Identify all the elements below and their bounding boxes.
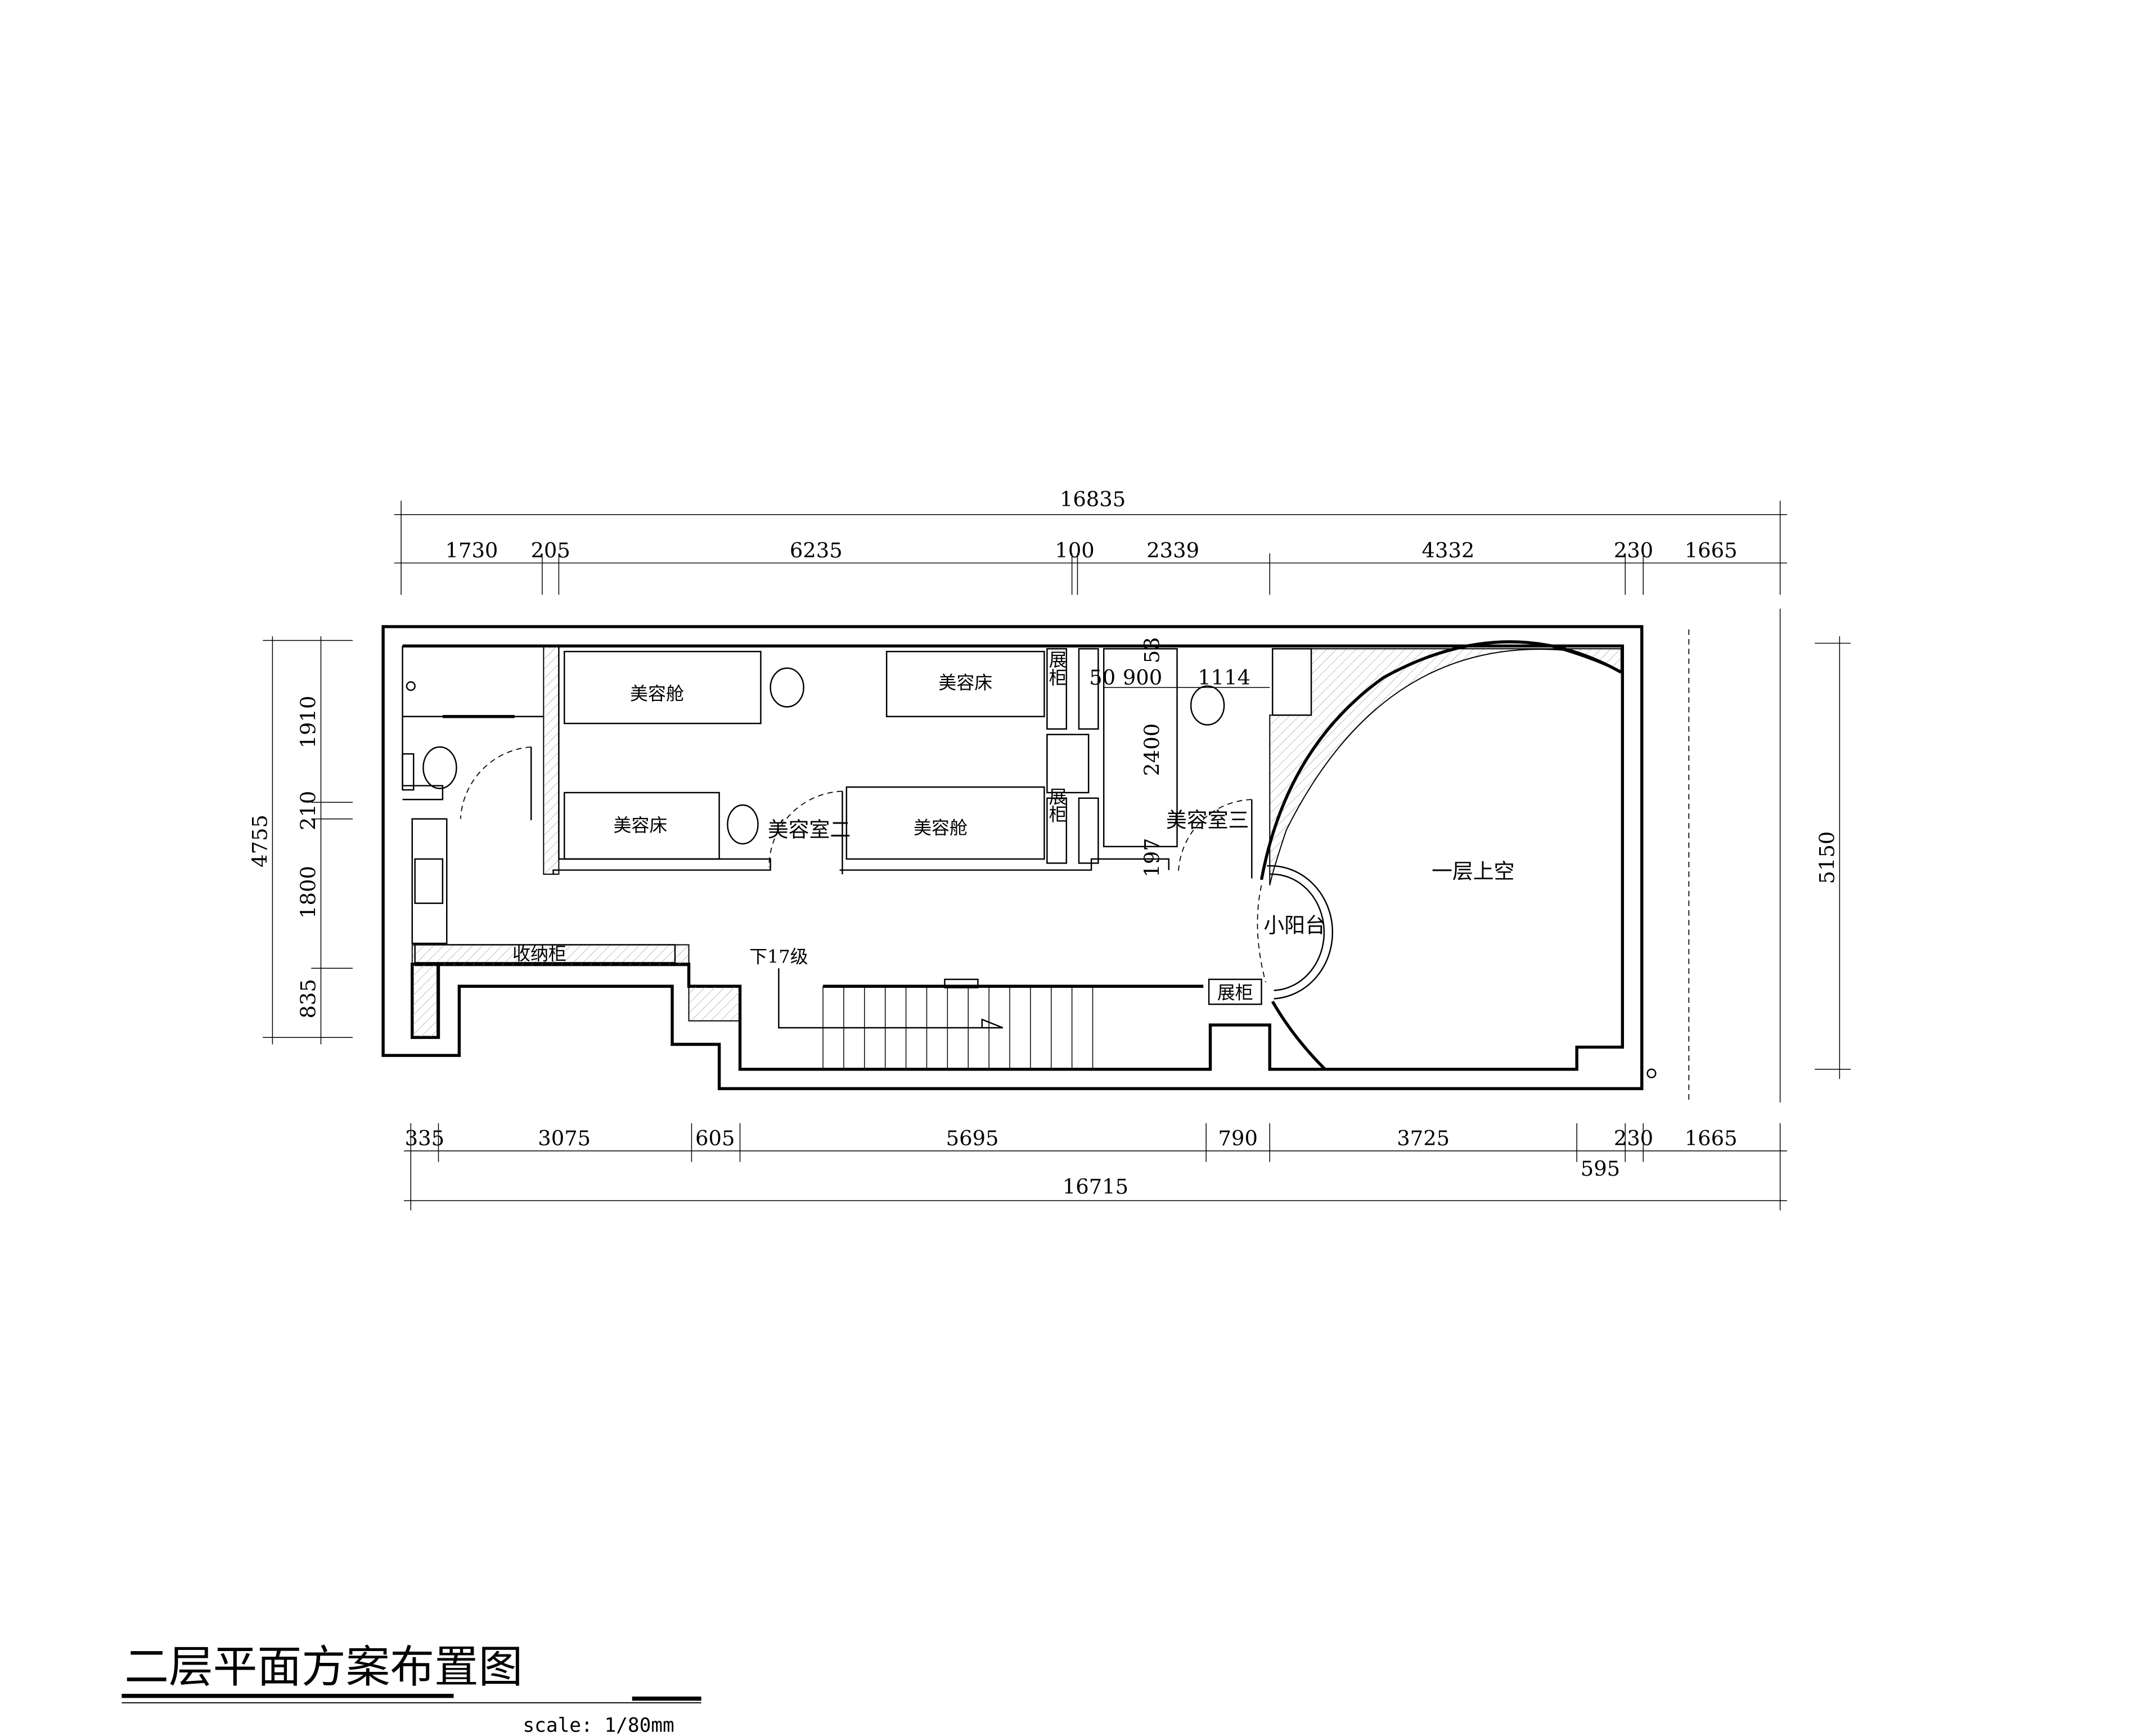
dim-left-2: 210 bbox=[296, 791, 321, 830]
dim-top-8: 1665 bbox=[1685, 538, 1738, 563]
dim-bottom-3: 605 bbox=[695, 1126, 735, 1150]
dim-inner-197: 197 bbox=[1140, 838, 1164, 877]
right-dimensions: 5150 bbox=[1688, 608, 1851, 1104]
beauty-bed-2-label: 美容床 bbox=[938, 672, 992, 694]
void-area: 小阳台 一层上空 bbox=[1257, 640, 1657, 1078]
dim-top-4: 100 bbox=[1055, 538, 1094, 563]
staircase: 下17级 bbox=[749, 946, 1204, 1069]
dim-inner-2400: 2400 bbox=[1140, 723, 1164, 776]
dim-top-1: 1730 bbox=[446, 538, 498, 563]
display-cabinet-3-label: 展柜 bbox=[1217, 982, 1253, 1003]
dim-bottom-extra: 595 bbox=[1581, 1157, 1620, 1181]
dim-left-total: 4755 bbox=[248, 815, 272, 867]
sink-icon bbox=[414, 858, 444, 904]
room-2-label: 美容室二 bbox=[768, 818, 851, 842]
dim-inner-1114: 1114 bbox=[1198, 665, 1250, 690]
beauty-bed-3 bbox=[1103, 648, 1178, 848]
dim-top-3: 6235 bbox=[790, 538, 843, 563]
room-3-label: 美容室三 bbox=[1166, 808, 1249, 832]
dim-bottom-8: 1665 bbox=[1685, 1126, 1738, 1150]
wardrobe-icon bbox=[1271, 648, 1312, 716]
dim-top-7: 230 bbox=[1614, 538, 1653, 563]
title-block: 二层平面方案布置图 scale: 1/80mm bbox=[122, 1641, 701, 1736]
dim-inner-53: 53 bbox=[1140, 637, 1164, 663]
beauty-room-3: 50 900 1114 2400 53 197 美容室三 bbox=[1089, 637, 1270, 879]
beauty-bed-1-label: 美容床 bbox=[614, 815, 668, 836]
bathroom bbox=[402, 681, 544, 945]
wardrobe-icon bbox=[1046, 734, 1090, 794]
void-label: 一层上空 bbox=[1432, 859, 1515, 883]
dim-left-4: 835 bbox=[296, 979, 321, 1018]
dim-bottom-total: 16715 bbox=[1063, 1175, 1128, 1199]
dim-bottom-6: 3725 bbox=[1397, 1126, 1450, 1150]
stair-direction-arrow-icon bbox=[778, 968, 1004, 1029]
beauty-bed-2 bbox=[885, 650, 1045, 717]
dim-right-total: 5150 bbox=[1815, 831, 1839, 884]
stairs-label: 下17级 bbox=[749, 946, 808, 967]
dim-bottom-1: 335 bbox=[405, 1126, 444, 1150]
dim-inner-50: 50 bbox=[1089, 665, 1115, 690]
top-dimensions: 16835 1730 205 6235 100 2339 4332 230 16… bbox=[394, 487, 1787, 595]
cabinets: 展柜 展柜 收纳柜 展柜 bbox=[414, 648, 1312, 1005]
dim-bottom-4: 5695 bbox=[946, 1126, 999, 1150]
dim-top-5: 2339 bbox=[1146, 538, 1199, 563]
shower-head-icon bbox=[406, 681, 416, 691]
balcony-label: 小阳台 bbox=[1263, 913, 1326, 937]
dim-top-total: 16835 bbox=[1060, 487, 1126, 511]
display-cabinet-2-label: 展柜 bbox=[1046, 787, 1068, 823]
dim-top-6: 4332 bbox=[1422, 538, 1475, 563]
beauty-capsule-1 bbox=[564, 650, 762, 725]
beauty-bed-1 bbox=[564, 791, 720, 860]
stool-icon bbox=[1190, 685, 1225, 726]
storage-cabinet-label: 收纳柜 bbox=[512, 943, 566, 965]
beauty-capsule-1-label: 美容舱 bbox=[630, 683, 684, 704]
display-cabinet-1-label: 展柜 bbox=[1046, 650, 1068, 686]
bottom-dimensions: 335 3075 605 5695 790 3725 230 1665 595 … bbox=[403, 1123, 1787, 1211]
left-dimensions: 1910 210 1800 835 4755 bbox=[248, 636, 353, 1045]
dim-left-3: 1800 bbox=[296, 866, 321, 919]
dim-left-1: 1910 bbox=[296, 696, 321, 749]
dim-bottom-7: 230 bbox=[1614, 1126, 1653, 1150]
drain-icon bbox=[1646, 1068, 1657, 1078]
toilet-icon bbox=[422, 746, 457, 789]
dim-bottom-2: 3075 bbox=[538, 1126, 591, 1150]
beauty-room-2: 美容舱 美容床 美容床 美容舱 美容室二 bbox=[564, 650, 1045, 875]
beauty-capsule-2 bbox=[845, 786, 1045, 860]
stool-icon bbox=[770, 667, 804, 708]
dim-top-2: 205 bbox=[530, 538, 570, 563]
beauty-capsule-2-label: 美容舱 bbox=[914, 817, 968, 839]
walls bbox=[381, 625, 1644, 1090]
drawing-title: 二层平面方案布置图 bbox=[124, 1641, 523, 1693]
scale-label: scale: 1/80mm bbox=[523, 1715, 674, 1736]
stool-icon bbox=[727, 804, 759, 845]
dim-bottom-5: 790 bbox=[1218, 1126, 1258, 1150]
dim-inner-900: 900 bbox=[1123, 665, 1162, 690]
